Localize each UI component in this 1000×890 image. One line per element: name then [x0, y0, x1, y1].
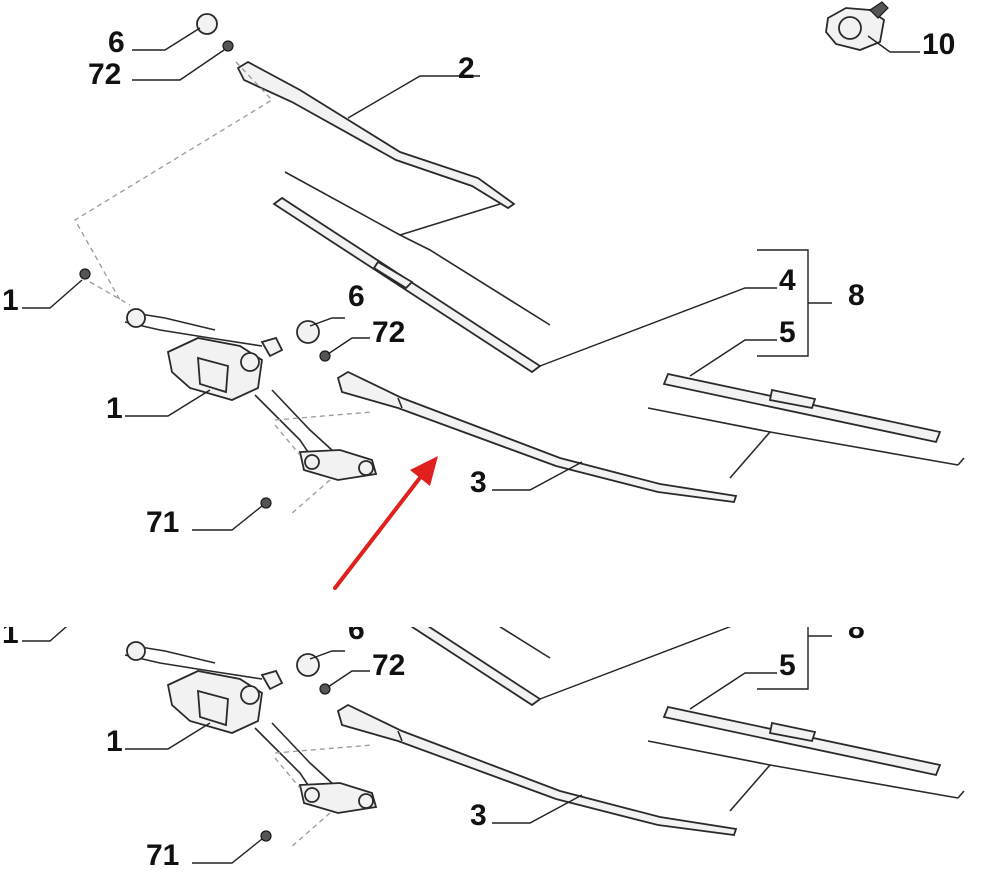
washer-6 [196, 13, 218, 35]
bottom-diagram: 1 6 72 1 5 8 3 71 [2, 612, 965, 872]
callout-8-top: 8 [848, 279, 865, 312]
callout-71-bottom: 71 [146, 839, 179, 872]
callout-10: 10 [922, 28, 955, 61]
callout-3-top: 3 [470, 466, 487, 499]
red-highlight-arrow [333, 456, 438, 590]
callout-6-mid: 6 [348, 280, 365, 313]
callout-6-top: 6 [108, 26, 125, 59]
callout-4: 4 [779, 264, 796, 297]
callout-1-motor: 1 [106, 392, 123, 425]
callout-6-bottom: 6 [348, 613, 365, 646]
top-diagram: 6 72 2 10 1 6 72 1 4 5 8 3 71 [2, 1, 965, 539]
callout-1-bolt-bottom: 1 [2, 617, 19, 650]
callout-1-motor-bottom: 1 [106, 725, 123, 758]
callout-5-top: 5 [779, 316, 796, 349]
callout-3-bottom: 3 [470, 799, 487, 832]
callout-72-mid: 72 [372, 316, 405, 349]
callout-2: 2 [458, 52, 475, 85]
wiper-motor-part-10 [825, 1, 889, 51]
callout-72-top: 72 [88, 58, 121, 91]
callout-8-bottom: 8 [848, 612, 865, 645]
bolt-1-top [79, 268, 91, 280]
callout-71-top: 71 [146, 506, 179, 539]
callout-5-bottom: 5 [779, 649, 796, 682]
callout-72-bottom: 72 [372, 649, 405, 682]
nut-72 [222, 40, 234, 52]
wiper-arm-2 [236, 60, 516, 210]
callout-1-bolt: 1 [2, 284, 19, 317]
